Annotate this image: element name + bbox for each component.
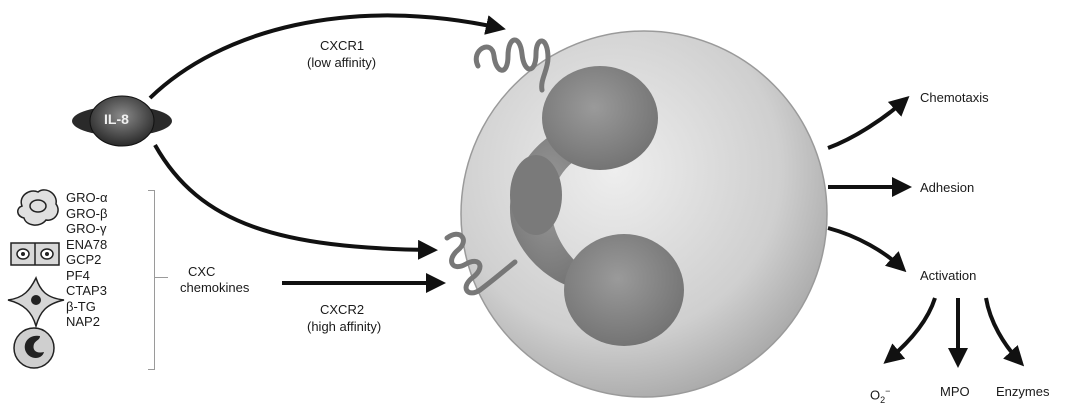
- enzymes-arrow: [986, 298, 1020, 362]
- chemokine-item: PF4: [66, 268, 107, 284]
- chemokine-item: GCP2: [66, 252, 107, 268]
- cxcr2-label: CXCR2: [320, 302, 364, 317]
- cxcr1-label: CXCR1: [320, 38, 364, 53]
- cxcr2-affinity-label: (high affinity): [307, 319, 381, 334]
- activation-arrow: [828, 228, 902, 268]
- il8-to-cxcr2-arrow: [155, 145, 432, 250]
- superoxide-superscript: −: [885, 386, 890, 396]
- chemokine-bracket: [148, 190, 155, 370]
- chemokine-item: ENA78: [66, 237, 107, 253]
- superoxide-subscript: 2: [880, 395, 885, 405]
- chemokine-item: GRO-β: [66, 206, 107, 222]
- cxcr1-affinity-label: (low affinity): [307, 55, 376, 70]
- enzymes-label: Enzymes: [996, 384, 1049, 399]
- mpo-label: MPO: [940, 384, 970, 399]
- chemotaxis-arrow: [828, 100, 905, 148]
- chemokine-item: CTAP3: [66, 283, 107, 299]
- chemokines-group-label: chemokines: [180, 280, 249, 295]
- activation-label: Activation: [920, 268, 976, 283]
- adhesion-label: Adhesion: [920, 180, 974, 195]
- chemokine-item: GRO-γ: [66, 221, 107, 237]
- chemokine-item: NAP2: [66, 314, 107, 330]
- superoxide-label: O2−: [870, 384, 890, 408]
- chemokine-bracket-tick: [154, 277, 168, 278]
- endothelial-cells-icon: [11, 243, 59, 265]
- il8-label: IL-8: [104, 112, 129, 127]
- cxc-group-label: CXC: [188, 264, 215, 279]
- chemokine-list: GRO-α GRO-β GRO-γ ENA78 GCP2 PF4 CTAP3 β…: [66, 190, 107, 330]
- chemotaxis-label: Chemotaxis: [920, 90, 989, 105]
- o2-arrow: [888, 298, 935, 360]
- chemokine-item: β-TG: [66, 299, 107, 315]
- superoxide-symbol: O: [870, 387, 880, 402]
- platelet-icon: [8, 278, 64, 326]
- epithelial-cell-icon: [18, 190, 58, 225]
- chemokine-item: GRO-α: [66, 190, 107, 206]
- monocyte-icon: [14, 328, 54, 368]
